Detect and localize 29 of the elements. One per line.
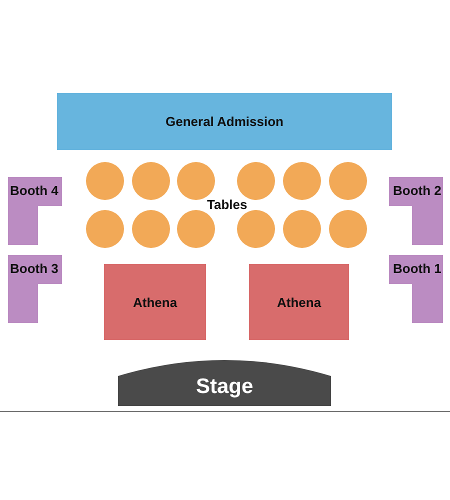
booth-section xyxy=(8,177,62,245)
table-circle xyxy=(132,162,170,200)
table-circle xyxy=(329,210,367,248)
table-circle xyxy=(283,210,321,248)
table-circle xyxy=(177,162,215,200)
area-label: Tables xyxy=(207,196,248,212)
section-label: General Admission xyxy=(166,114,284,129)
table-circle xyxy=(86,210,124,248)
table-circle xyxy=(86,162,124,200)
section-label: Athena xyxy=(277,294,322,310)
table-circle xyxy=(237,210,275,248)
section-label: Booth 3 xyxy=(10,261,58,276)
seating-section xyxy=(104,264,206,340)
section-label: Athena xyxy=(133,294,178,310)
table-circle xyxy=(283,162,321,200)
booth-section xyxy=(389,255,443,323)
section-label: Booth 1 xyxy=(393,261,442,276)
table-circle xyxy=(329,162,367,200)
stage-label: Stage xyxy=(196,375,254,399)
table-circle xyxy=(237,162,275,200)
booth-section xyxy=(8,255,62,323)
section-label: Booth 2 xyxy=(393,183,442,198)
table-circle xyxy=(132,210,170,248)
seating-section xyxy=(249,264,349,340)
stage-platform xyxy=(118,360,331,406)
table-circle xyxy=(177,210,215,248)
general-admission-section xyxy=(57,93,392,150)
section-label: Booth 4 xyxy=(10,183,58,198)
booth-section xyxy=(389,177,443,245)
